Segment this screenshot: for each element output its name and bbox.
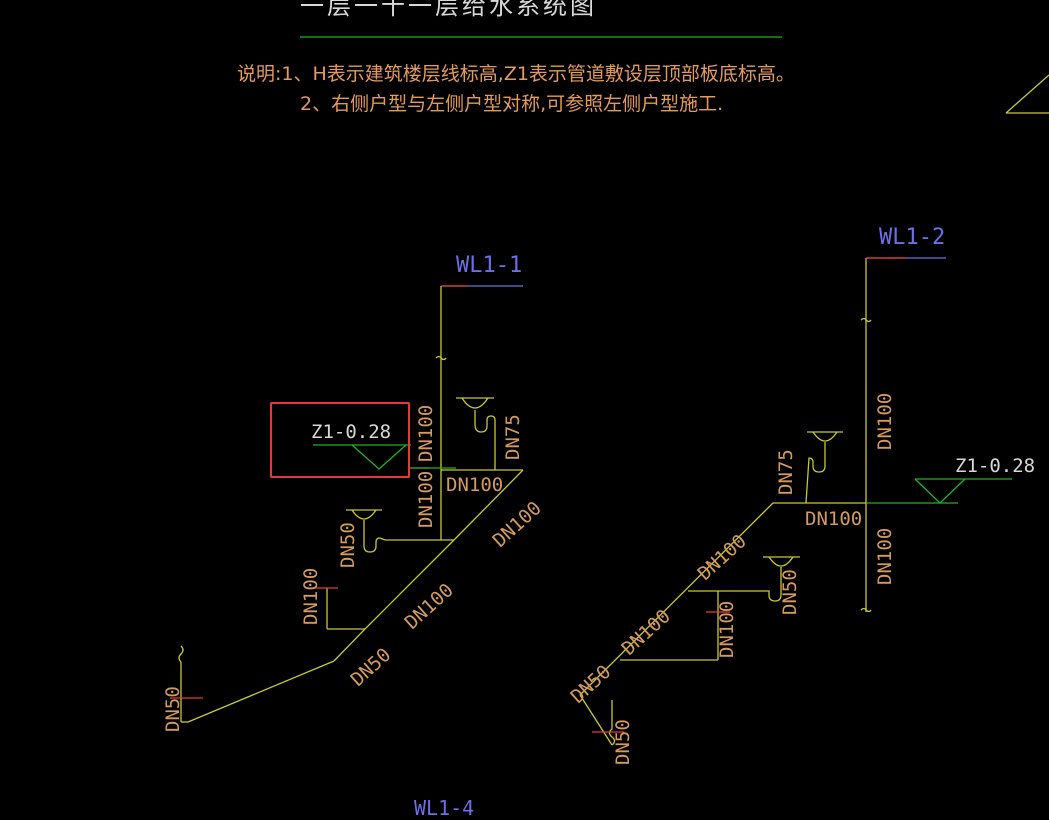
left-riser-lower-label: DN100 xyxy=(415,470,437,528)
right-trap-dn50-label: DN50 xyxy=(779,569,801,615)
left-system-tag: WL1-1 xyxy=(456,253,523,278)
right-riser-lower-label: DN100 xyxy=(874,527,896,585)
right-elevation-label: Z1-0.28 xyxy=(955,455,1036,477)
left-elevation-mark xyxy=(313,444,456,470)
right-elevation-mark xyxy=(866,478,1012,504)
right-branch-label: DN100 xyxy=(805,508,863,530)
right-end-label: DN50 xyxy=(612,719,634,765)
left-branch-top-label: DN100 xyxy=(446,474,504,496)
left-riser-label: DN100 xyxy=(415,404,437,462)
drawing-title: 一层一十一层给水系统图 xyxy=(300,0,597,20)
note-line-2: 2、右侧户型与左侧户型对称,可参照左侧户型施工. xyxy=(300,93,724,115)
corner-triangle xyxy=(1005,74,1049,114)
right-riser-upper-label: DN100 xyxy=(874,392,896,450)
note-line-1: 说明:1、H表示建筑楼层线标高,Z1表示管道敷设层顶部板底标高。 xyxy=(237,63,795,85)
right-markers xyxy=(592,611,730,733)
bottom-system-tag: WL1-4 xyxy=(414,796,475,820)
left-elevation-label: Z1-0.28 xyxy=(311,421,392,443)
right-piping xyxy=(579,257,946,746)
highlight-box xyxy=(270,402,410,478)
left-trap-dn75-label: DN75 xyxy=(502,414,524,460)
right-trap-dn75-label: DN75 xyxy=(775,449,797,495)
left-trap-dn50-label: DN50 xyxy=(337,522,359,568)
left-end-label: DN50 xyxy=(162,686,184,732)
right-system-tag: WL1-2 xyxy=(879,225,946,250)
right-vert-mid-label: DN100 xyxy=(716,600,738,658)
left-vert-lower-label: DN100 xyxy=(300,567,322,625)
left-piping xyxy=(178,285,524,723)
